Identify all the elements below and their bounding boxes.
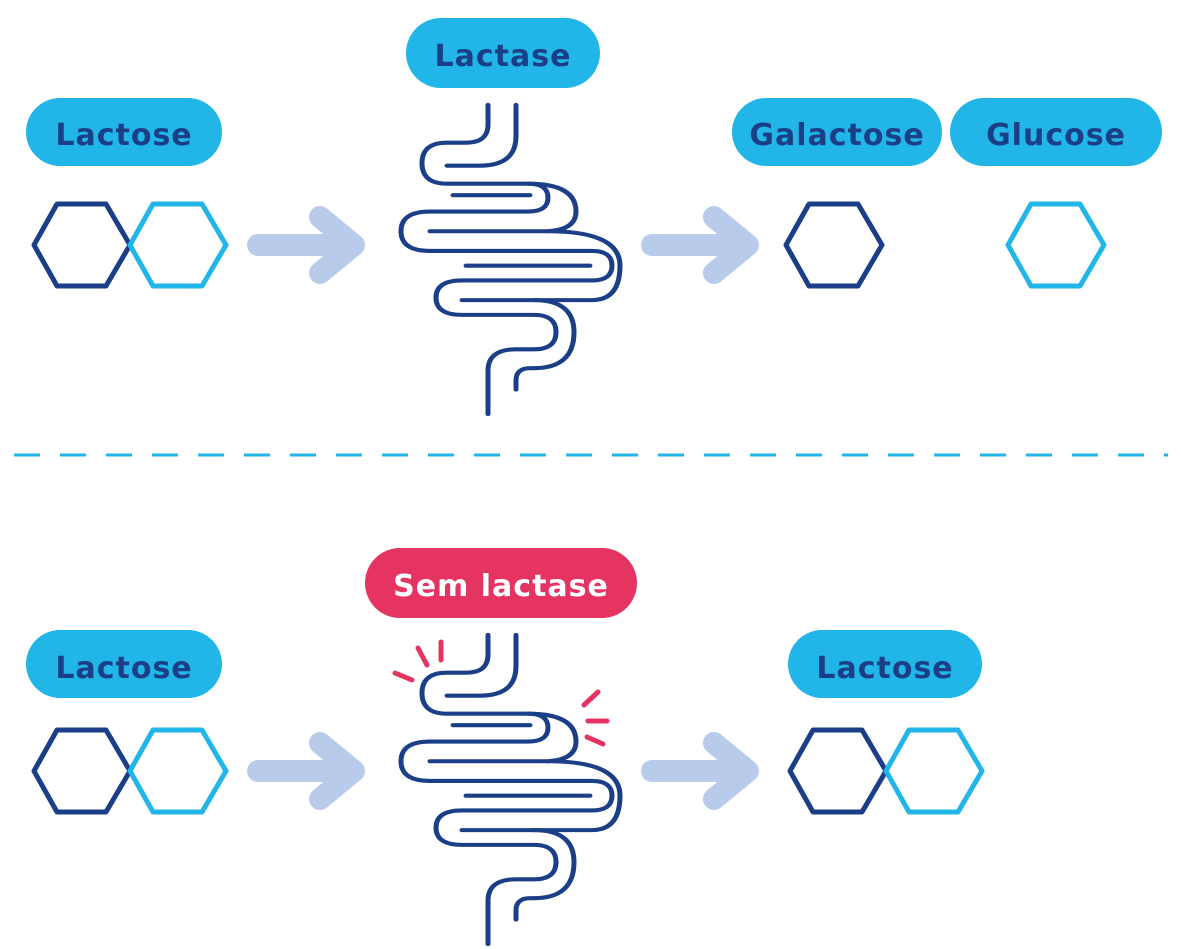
- bottom-arrow-in: [258, 743, 354, 799]
- bottom-row: Lactose Sem lactase Lactos: [26, 548, 985, 944]
- bottom-arrow-out: [652, 743, 748, 799]
- top-arrow-in: [258, 217, 354, 273]
- output-lactose-label: Lactose: [816, 651, 953, 686]
- glucose-hexagon: [127, 201, 229, 289]
- discomfort-marks: [392, 639, 610, 747]
- top-intestine: [401, 105, 620, 414]
- undigested-lactose-molecule: [787, 727, 985, 815]
- bottom-galactose-hexagon: [31, 727, 133, 815]
- no-lactase-label: Sem lactase: [393, 569, 609, 604]
- bottom-glucose-hexagon: [127, 727, 229, 815]
- glucose-product-hexagon: [1005, 201, 1107, 289]
- bottom-intestine: [401, 635, 620, 944]
- galactose-hexagon: [31, 201, 133, 289]
- galactose-product-hexagon: [783, 201, 885, 289]
- glucose-label: Glucose: [986, 118, 1126, 153]
- top-lactose-label: Lactose: [55, 118, 192, 153]
- top-row: Lactose Lactase Galactose Glucose: [26, 18, 1162, 414]
- top-arrow-out: [652, 217, 748, 273]
- galactose-pill: Galactose: [732, 98, 942, 166]
- undigested-galactose-hexagon: [787, 727, 889, 815]
- galactose-label: Galactose: [749, 118, 924, 153]
- bottom-lactose-molecule: [31, 727, 229, 815]
- bottom-lactose-pill: Lactose: [26, 630, 222, 698]
- top-lactose-molecule: [31, 201, 229, 289]
- output-lactose-pill: Lactose: [788, 630, 982, 698]
- no-lactase-pill: Sem lactase: [365, 548, 637, 618]
- lactase-pill: Lactase: [406, 18, 600, 88]
- lactase-label: Lactase: [435, 39, 572, 74]
- undigested-glucose-hexagon: [883, 727, 985, 815]
- top-lactose-pill: Lactose: [26, 98, 222, 166]
- glucose-pill: Glucose: [950, 98, 1162, 166]
- bottom-lactose-label: Lactose: [55, 651, 192, 686]
